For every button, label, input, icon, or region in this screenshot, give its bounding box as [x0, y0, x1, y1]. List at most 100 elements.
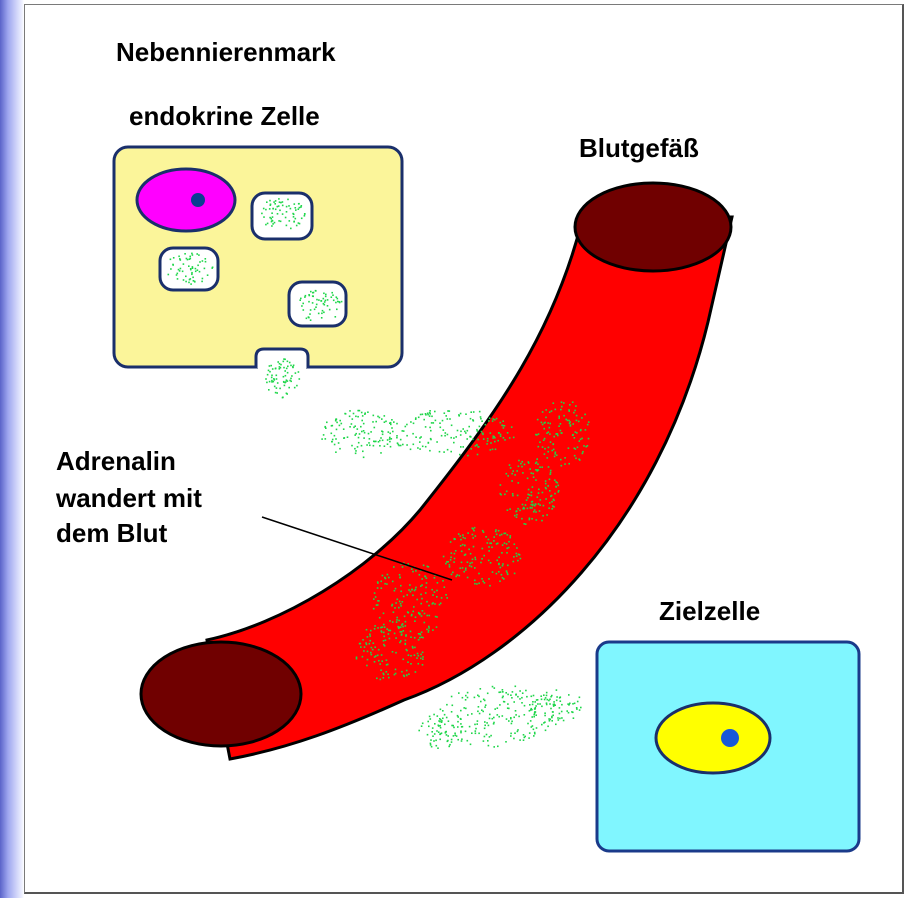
adrenaline-granule: [354, 434, 356, 436]
adrenaline-granule: [488, 420, 490, 422]
adrenaline-granule: [558, 417, 560, 419]
adrenaline-granule: [539, 504, 541, 506]
adrenaline-granule: [324, 304, 326, 306]
adrenaline-granule: [531, 507, 533, 509]
adrenaline-granule: [412, 571, 414, 573]
adrenaline-granule: [399, 642, 401, 644]
adrenaline-granule: [516, 470, 518, 472]
adrenaline-granule: [441, 435, 443, 437]
adrenaline-granule: [573, 717, 575, 719]
adrenaline-granule: [404, 676, 406, 678]
adrenaline-granule: [212, 267, 214, 269]
adrenaline-granule: [551, 508, 553, 510]
adrenaline-granule: [177, 273, 179, 275]
adrenaline-granule: [415, 436, 417, 438]
adrenaline-granule: [460, 446, 462, 448]
adrenaline-granule: [282, 397, 284, 399]
adrenaline-granule: [388, 677, 390, 679]
adrenaline-granule: [556, 689, 558, 691]
adrenaline-granule: [519, 510, 521, 512]
adrenaline-granule: [462, 567, 464, 569]
adrenaline-granule: [420, 585, 422, 587]
adrenaline-granule: [432, 735, 434, 737]
adrenaline-granule: [525, 523, 527, 525]
adrenaline-granule: [379, 445, 381, 447]
adrenaline-granule: [173, 257, 175, 259]
adrenaline-granule: [295, 207, 297, 209]
adrenaline-granule: [267, 374, 269, 376]
adrenaline-granule: [542, 424, 544, 426]
adrenaline-granule: [369, 635, 371, 637]
adrenaline-granule: [467, 577, 469, 579]
adrenaline-granule: [581, 417, 583, 419]
adrenaline-granule: [369, 643, 371, 645]
adrenaline-granule: [414, 637, 416, 639]
adrenaline-granule: [517, 731, 519, 733]
adrenaline-granule: [383, 677, 385, 679]
adrenaline-granule: [487, 542, 489, 544]
adrenaline-granule: [394, 590, 396, 592]
adrenaline-granule: [383, 640, 385, 642]
adrenaline-granule: [568, 420, 570, 422]
adrenaline-granule: [197, 269, 199, 271]
adrenaline-granule: [198, 254, 200, 256]
adrenaline-granule: [519, 690, 521, 692]
adrenaline-granule: [387, 439, 389, 441]
adrenaline-granule: [527, 494, 529, 496]
adrenaline-granule: [265, 224, 267, 226]
adrenaline-granule: [489, 585, 491, 587]
adrenaline-granule: [487, 438, 489, 440]
adrenaline-granule: [386, 671, 388, 673]
adrenaline-granule: [511, 697, 513, 699]
adrenaline-granule: [550, 696, 552, 698]
adrenaline-granule: [475, 728, 477, 730]
adrenaline-granule: [446, 704, 448, 706]
adrenaline-granule: [511, 473, 513, 475]
adrenaline-granule: [483, 438, 485, 440]
adrenaline-granule: [460, 539, 462, 541]
adrenaline-granule: [266, 201, 268, 203]
adrenaline-granule: [500, 567, 502, 569]
adrenaline-granule: [574, 447, 576, 449]
adrenaline-granule: [515, 511, 517, 513]
adrenaline-granule: [411, 568, 413, 570]
adrenaline-granule: [510, 467, 512, 469]
adrenaline-granule: [388, 633, 390, 635]
adrenaline-granule: [431, 731, 433, 733]
adrenaline-granule: [287, 199, 289, 201]
adrenaline-granule: [265, 209, 267, 211]
adrenaline-granule: [312, 296, 314, 298]
target-cell: [597, 642, 859, 851]
adrenaline-granule: [417, 447, 419, 449]
adrenaline-granule: [500, 422, 502, 424]
adrenaline-granule: [327, 299, 329, 301]
adrenaline-granule: [339, 425, 341, 427]
adrenaline-granule: [335, 438, 337, 440]
adrenaline-granule: [422, 637, 424, 639]
adrenaline-granule: [540, 695, 542, 697]
adrenaline-granule: [352, 418, 354, 420]
adrenaline-granule: [415, 570, 417, 572]
adrenaline-granule: [418, 663, 420, 665]
adrenaline-granule: [506, 570, 508, 572]
adrenaline-granule: [392, 581, 394, 583]
adrenaline-granule: [561, 711, 563, 713]
adrenaline-granule: [535, 469, 537, 471]
adrenaline-granule: [301, 205, 303, 207]
adrenaline-granule: [467, 697, 469, 699]
adrenaline-granule: [522, 472, 524, 474]
adrenaline-granule: [497, 440, 499, 442]
adrenaline-granule: [315, 306, 317, 308]
adrenaline-granule: [439, 739, 441, 741]
adrenaline-granule: [502, 565, 504, 567]
adrenaline-granule: [318, 299, 320, 301]
adrenaline-granule: [386, 659, 388, 661]
adrenaline-granule: [290, 365, 292, 367]
adrenaline-granule: [479, 411, 481, 413]
adrenaline-granule: [585, 446, 587, 448]
adrenaline-granule: [519, 739, 521, 741]
adrenaline-granule: [460, 732, 462, 734]
adrenaline-granule: [572, 401, 574, 403]
adrenaline-granule: [414, 654, 416, 656]
adrenaline-granule: [558, 490, 560, 492]
